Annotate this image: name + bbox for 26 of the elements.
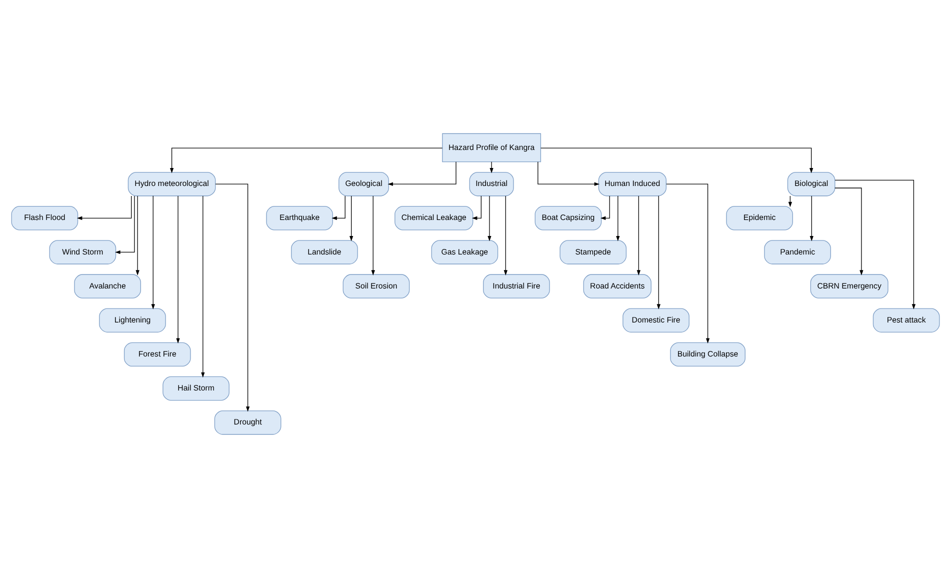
arrow bbox=[350, 195, 354, 241]
arrow bbox=[215, 183, 250, 412]
arrow bbox=[656, 195, 660, 309]
arrow bbox=[151, 195, 155, 309]
arrow bbox=[332, 195, 346, 220]
arrow bbox=[490, 161, 494, 173]
arrow bbox=[115, 195, 135, 254]
arrow bbox=[540, 147, 814, 173]
arrow bbox=[538, 161, 600, 186]
arrow bbox=[504, 195, 508, 275]
arrow bbox=[600, 195, 610, 220]
arrow bbox=[810, 195, 814, 241]
arrow bbox=[176, 195, 180, 343]
arrow bbox=[371, 195, 375, 275]
arrow bbox=[76, 195, 132, 220]
arrow bbox=[488, 195, 492, 241]
arrow bbox=[666, 183, 710, 343]
arrow bbox=[834, 179, 916, 309]
arrow bbox=[388, 161, 456, 186]
arrow bbox=[472, 195, 482, 220]
arrow bbox=[834, 187, 864, 275]
arrow bbox=[136, 195, 140, 275]
arrow bbox=[201, 195, 205, 378]
arrow bbox=[616, 195, 620, 241]
arrow bbox=[636, 195, 640, 275]
arrow bbox=[170, 147, 443, 173]
